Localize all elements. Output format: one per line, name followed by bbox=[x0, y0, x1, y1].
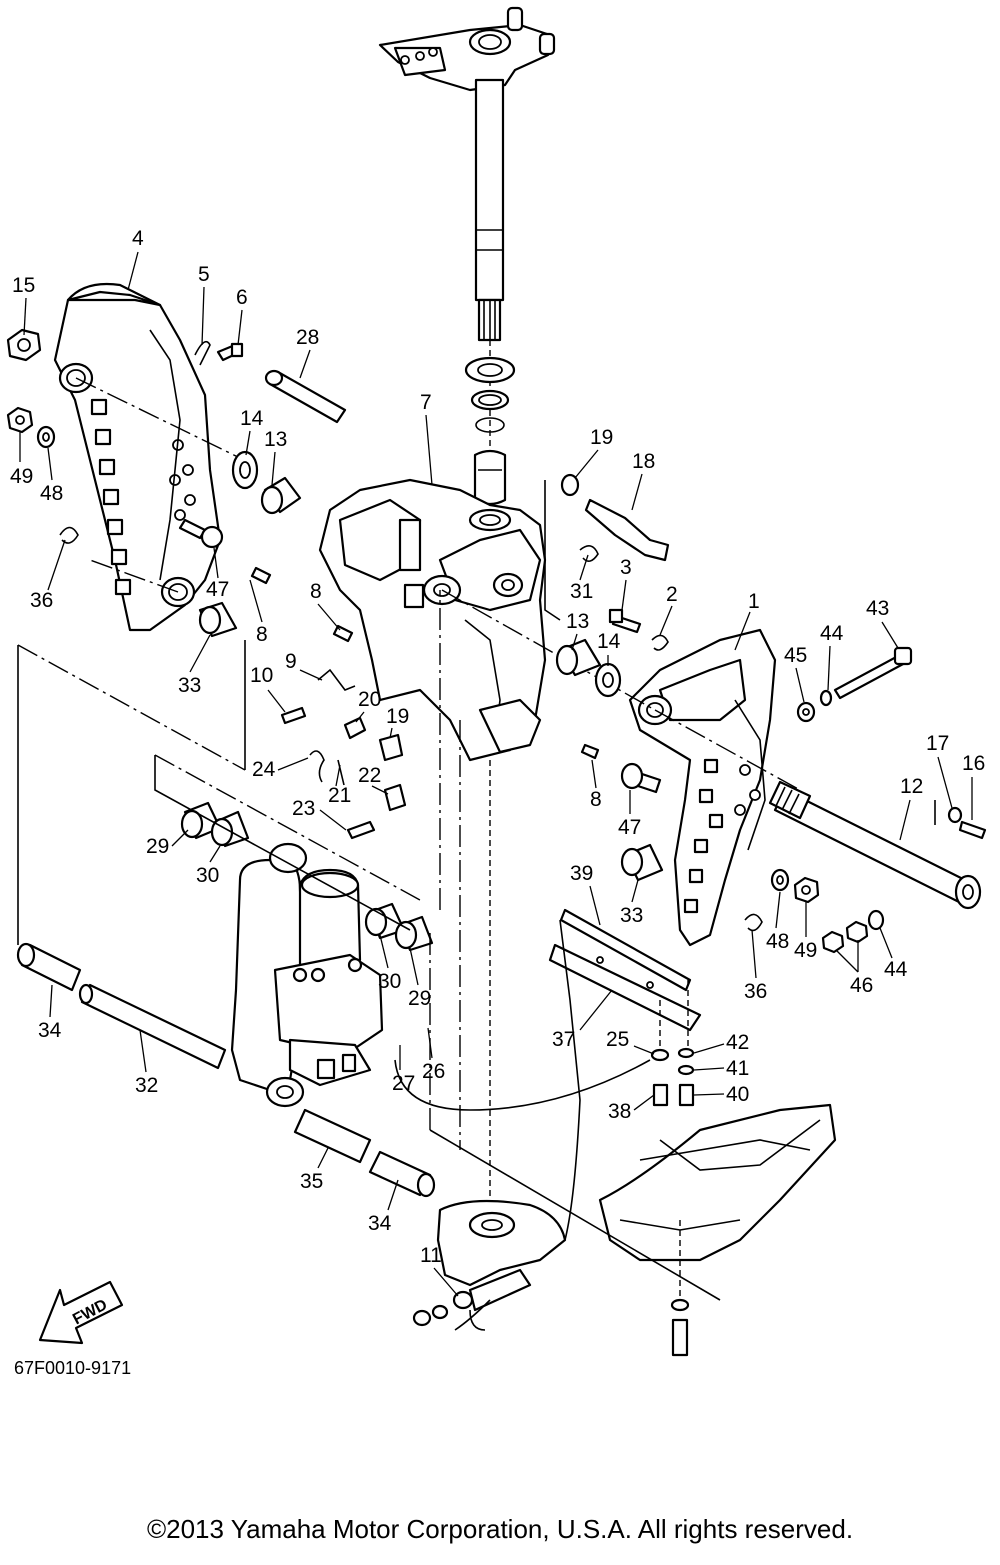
callout-label: 29 bbox=[408, 987, 431, 1010]
callout-label: 10 bbox=[250, 664, 273, 687]
callout-label: 47 bbox=[206, 578, 229, 601]
anode-plates bbox=[394, 908, 702, 1111]
callout-label: 14 bbox=[240, 407, 264, 430]
callout-label: 44 bbox=[884, 958, 908, 981]
callout-label: 35 bbox=[300, 1170, 323, 1193]
callout-label: 4 bbox=[132, 227, 144, 250]
callout-label: 15 bbox=[12, 274, 35, 297]
callout-label: 38 bbox=[608, 1100, 631, 1123]
forward-direction-arrow: FWD bbox=[38, 1280, 124, 1345]
callout-label: 34 bbox=[368, 1212, 392, 1235]
callout-label: 5 bbox=[198, 263, 210, 286]
callout-label: 19 bbox=[590, 426, 613, 449]
callout-label: 43 bbox=[866, 597, 889, 620]
clamp-bracket-starboard bbox=[628, 628, 777, 947]
callout-label: 23 bbox=[292, 797, 315, 820]
callout-label: 28 bbox=[296, 326, 319, 349]
diagram-code: 67F0010-9171 bbox=[14, 1358, 131, 1378]
callout-label: 2 bbox=[666, 583, 678, 606]
callout-label: 49 bbox=[10, 465, 33, 488]
copyright-notice: ©2013 Yamaha Motor Corporation, U.S.A. A… bbox=[146, 1514, 854, 1544]
callout-label: 34 bbox=[38, 1019, 62, 1042]
callout-label: 41 bbox=[726, 1057, 749, 1080]
callout-label: 7 bbox=[420, 391, 432, 414]
callout-label: 42 bbox=[726, 1031, 749, 1054]
callout-label: 8 bbox=[590, 788, 602, 811]
callout-label: 32 bbox=[135, 1074, 158, 1097]
callout-label: 44 bbox=[820, 622, 844, 645]
tilt-tube-and-bolts bbox=[75, 369, 982, 910]
callout-label: 16 bbox=[962, 752, 985, 775]
small-hardware bbox=[6, 328, 987, 954]
callout-label: 29 bbox=[146, 835, 169, 858]
callout-label: 14 bbox=[597, 630, 621, 653]
callout-label: 49 bbox=[794, 939, 817, 962]
callout-label: 1 bbox=[748, 590, 760, 613]
callout-label: 13 bbox=[264, 428, 287, 451]
callout-label: 30 bbox=[378, 970, 401, 993]
reference-lines bbox=[17, 480, 936, 1150]
callout-label: 36 bbox=[744, 980, 767, 1003]
callout-label: 30 bbox=[196, 864, 219, 887]
callout-label: 21 bbox=[328, 784, 351, 807]
callout-label: 13 bbox=[566, 610, 589, 633]
callout-label: 33 bbox=[620, 904, 643, 927]
callout-label: 6 bbox=[236, 286, 248, 309]
callout-label: 18 bbox=[632, 450, 655, 473]
callout-label: 11 bbox=[420, 1244, 442, 1267]
callout-label: 9 bbox=[285, 650, 297, 673]
callout-label: 31 bbox=[570, 580, 593, 603]
callout-label: 22 bbox=[358, 764, 381, 787]
callout-label: 25 bbox=[606, 1028, 629, 1051]
callout-label: 8 bbox=[256, 623, 268, 646]
callout-label: 40 bbox=[726, 1083, 749, 1106]
callout-label: 48 bbox=[766, 930, 789, 953]
bushings-and-pipes bbox=[16, 801, 436, 1198]
callout-label: 36 bbox=[30, 589, 53, 612]
callout-labels: 1 2 3 4 5 6 7 8 8 8 9 10 11 12 13 13 14 … bbox=[10, 227, 985, 1297]
callout-label: 47 bbox=[618, 816, 641, 839]
callout-label: 33 bbox=[178, 674, 201, 697]
swivel-bracket bbox=[318, 478, 547, 762]
power-trim-tilt-unit bbox=[230, 842, 384, 1108]
steering-shaft-assembly bbox=[378, 6, 556, 1230]
callout-label: 3 bbox=[620, 556, 632, 579]
callout-label: 27 bbox=[392, 1072, 415, 1095]
callout-label: 26 bbox=[422, 1060, 445, 1083]
callout-label: 8 bbox=[310, 580, 322, 603]
callout-label: 19 bbox=[386, 705, 409, 728]
callout-label: 45 bbox=[784, 644, 807, 667]
callout-label: 24 bbox=[252, 758, 276, 781]
callout-label: 17 bbox=[926, 732, 949, 755]
callout-label: 12 bbox=[900, 775, 923, 798]
callout-label: 37 bbox=[552, 1028, 575, 1051]
callout-label: 48 bbox=[40, 482, 63, 505]
callout-label: 20 bbox=[358, 688, 381, 711]
clamp-bracket-port bbox=[53, 282, 222, 632]
callout-label: 46 bbox=[850, 974, 873, 997]
lower-mount-and-casing bbox=[412, 919, 837, 1357]
callout-label: 39 bbox=[570, 862, 593, 885]
